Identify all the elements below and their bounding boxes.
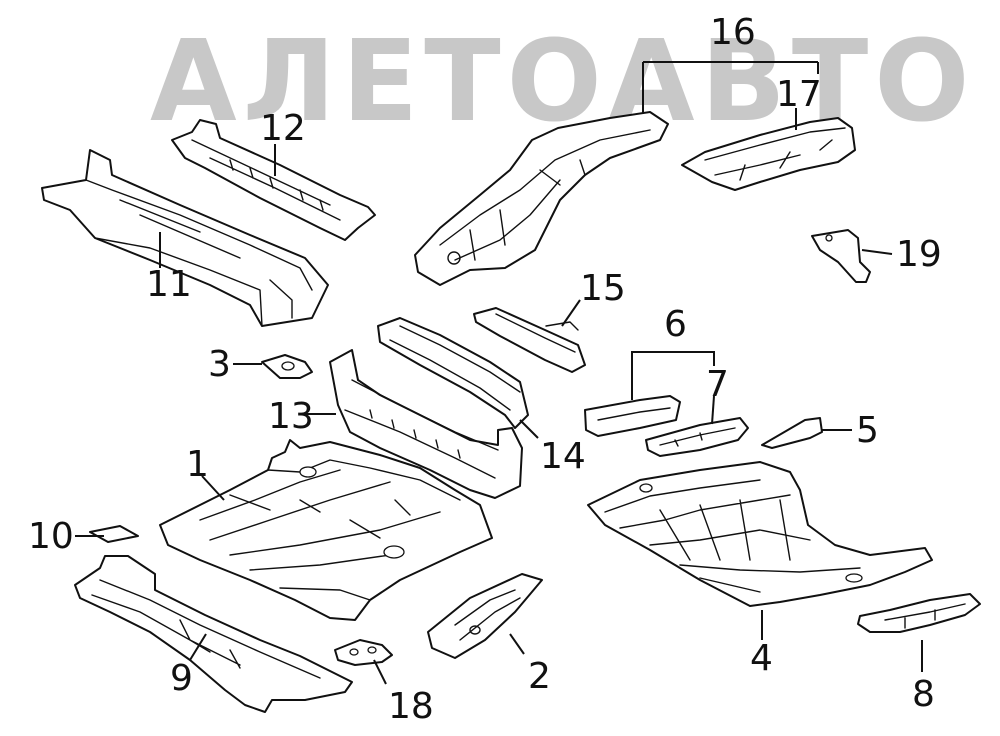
callout-6: 6	[664, 304, 687, 345]
part-18-shape	[334, 639, 393, 666]
callout-7: 7	[706, 364, 729, 405]
part-3-shape	[261, 354, 313, 379]
part-17-shape	[681, 117, 856, 191]
leader-15	[561, 299, 581, 327]
callout-3: 3	[208, 344, 231, 385]
part-8-shape	[857, 593, 981, 633]
callout-14: 14	[540, 436, 586, 477]
callout-17: 17	[776, 74, 822, 115]
leader-14	[519, 419, 539, 439]
leader-2	[509, 633, 525, 655]
leader-19	[861, 249, 893, 255]
callout-8: 8	[912, 674, 935, 715]
part-11-shape	[41, 149, 329, 327]
leader-7	[711, 395, 715, 425]
part-7-shape	[645, 417, 749, 457]
callout-13: 13	[268, 396, 314, 437]
callout-1: 1	[186, 444, 209, 485]
part-16-shape	[414, 111, 669, 286]
callout-15: 15	[580, 268, 626, 309]
callout-9: 9	[170, 658, 193, 699]
part-4-shape	[587, 461, 933, 607]
part-6-shape	[584, 395, 681, 437]
callout-5: 5	[856, 410, 879, 451]
callout-12: 12	[260, 108, 306, 149]
leader-9	[189, 633, 207, 661]
leader-18	[373, 659, 387, 685]
part-9-shape	[74, 555, 353, 713]
leader-16	[642, 61, 819, 114]
part-12-shape	[171, 119, 376, 241]
leader-1	[201, 475, 225, 501]
part-19-shape	[811, 229, 871, 283]
part-13-shape	[329, 349, 523, 499]
part-5-shape	[761, 417, 823, 449]
part-2-shape	[427, 573, 543, 659]
part-10-shape	[89, 525, 139, 543]
part-1-shape	[159, 439, 493, 621]
callout-18: 18	[388, 686, 434, 727]
callout-4: 4	[750, 638, 773, 679]
part-15-shape	[473, 307, 586, 373]
callout-19: 19	[896, 234, 942, 275]
callout-16: 16	[710, 12, 756, 53]
leader-6	[631, 351, 715, 400]
callout-2: 2	[528, 656, 551, 697]
callout-10: 10	[28, 516, 74, 557]
callout-11: 11	[146, 264, 192, 305]
leader-lines	[75, 61, 923, 685]
